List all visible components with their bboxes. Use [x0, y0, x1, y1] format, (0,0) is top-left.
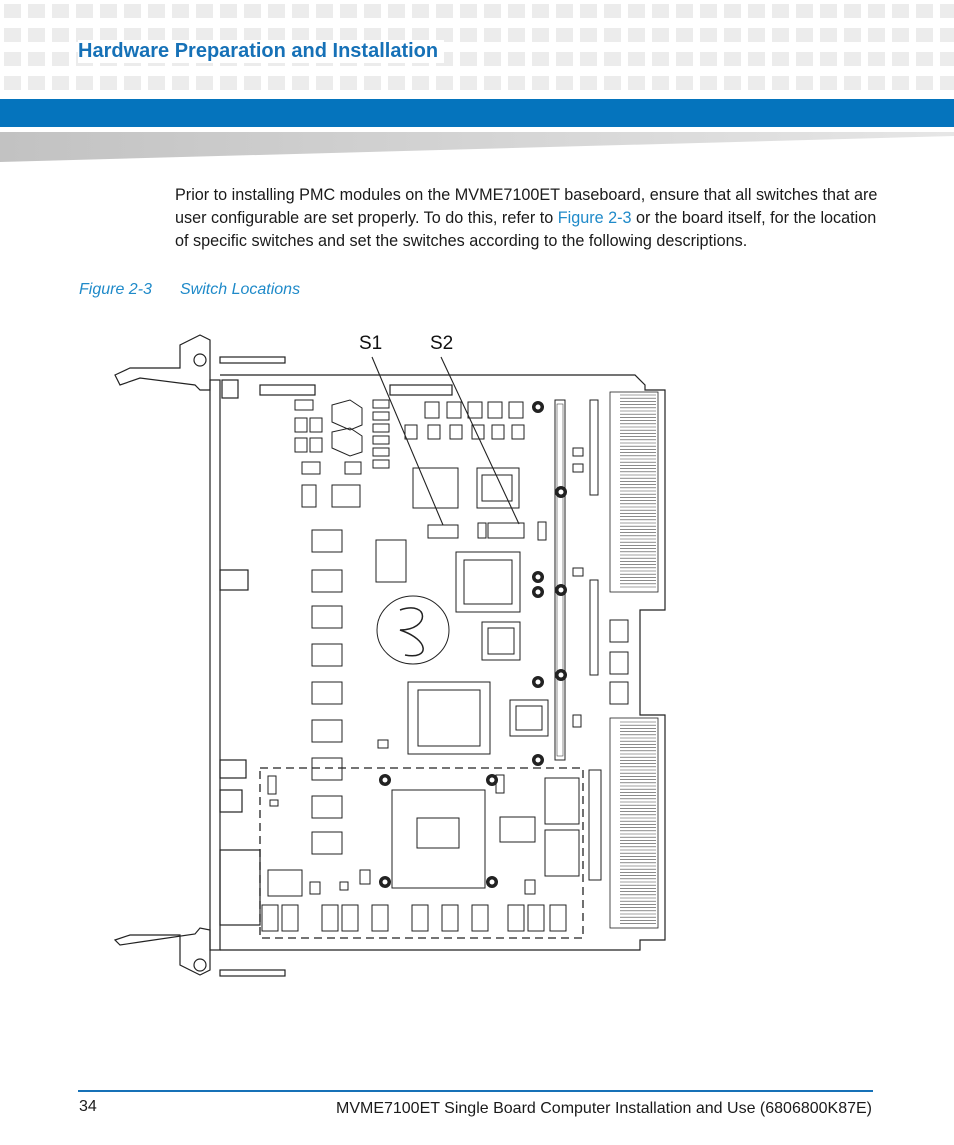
label-s2: S2 [430, 333, 453, 354]
intro-text-2: or the board itself, for the location of… [175, 209, 877, 250]
ic-upper-left [412, 467, 459, 509]
board-outline [220, 374, 666, 951]
front-panel [209, 379, 221, 951]
s1-pointer [371, 356, 444, 526]
pmc-site-outline [259, 767, 584, 939]
switch-s2 [487, 522, 525, 539]
figure-caption: Figure 2-3 Switch Locations [79, 281, 300, 299]
intro-paragraph: Prior to installing PMC modules on the M… [175, 184, 880, 253]
top-ejector-handle [114, 334, 211, 391]
header-pattern [0, 0, 954, 96]
document-title: MVME7100ET Single Board Computer Install… [335, 1100, 872, 1117]
dimm-slot-1 [554, 399, 566, 761]
top-ejector-screw [193, 353, 207, 367]
intro-text-1: Prior to installing PMC modules on the M… [175, 186, 878, 227]
label-s1: S1 [359, 333, 382, 354]
bottom-ejector-handle [113, 927, 211, 976]
ic-upper-right [476, 467, 520, 509]
pmc-chip [391, 789, 486, 889]
battery [376, 595, 450, 665]
board-diagram: S1 S2 [113, 333, 666, 977]
processor-chip [455, 551, 521, 613]
figure-number: Figure 2-3 [79, 281, 152, 298]
figure-link[interactable]: Figure 2-3 [557, 209, 632, 227]
header-grey-wedge [0, 132, 954, 162]
figure-title: Switch Locations [180, 281, 301, 298]
bottom-ejector-screw [193, 958, 207, 972]
page-number: 34 [79, 1098, 97, 1115]
chip-middle [481, 621, 521, 661]
switch-s1 [427, 524, 459, 539]
s2-pointer [440, 356, 520, 525]
header-accent-band [0, 99, 954, 127]
pmc-connector [588, 769, 602, 881]
footer-rule [78, 1090, 873, 1092]
chipset-large [407, 681, 491, 755]
page-header-title: Hardware Preparation and Installation [78, 40, 445, 63]
